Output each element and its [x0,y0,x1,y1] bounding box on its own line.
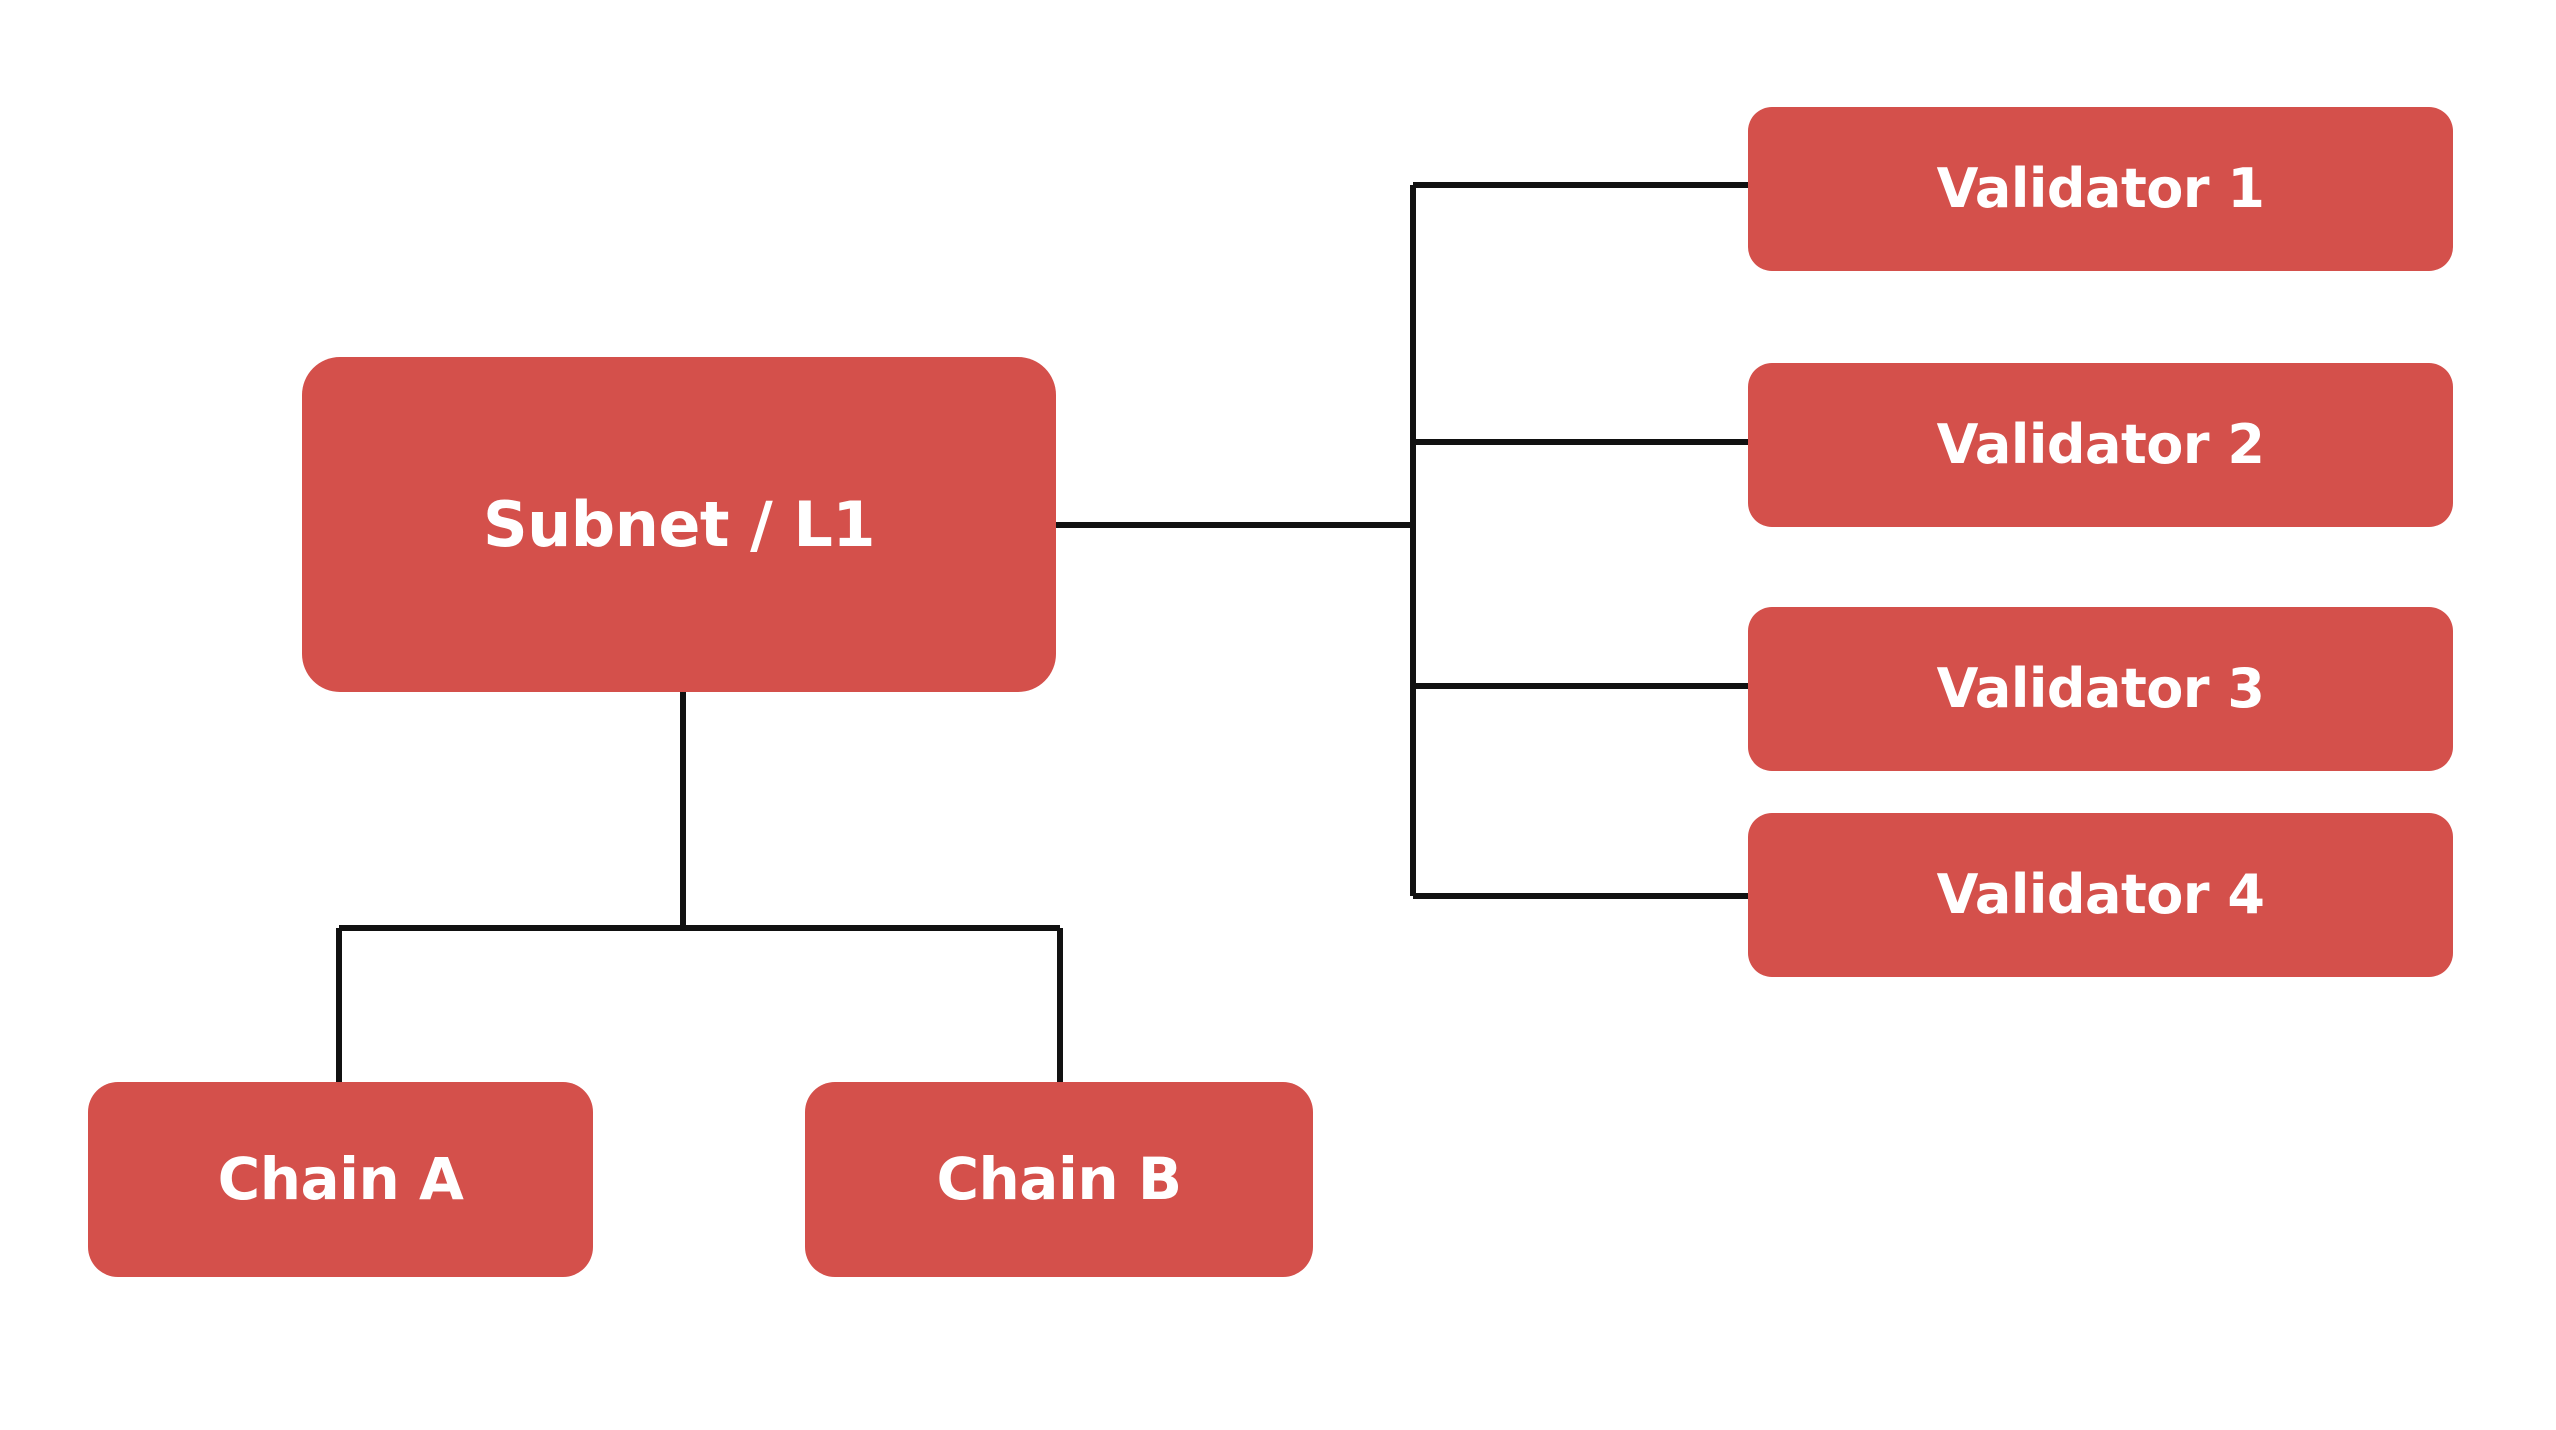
node-validator-1[interactable]: Validator 1 [1748,107,2453,271]
node-validator-4-label: Validator 4 [1936,862,2265,926]
node-validator-3-label: Validator 3 [1936,656,2265,720]
node-validator-2[interactable]: Validator 2 [1748,363,2453,527]
node-validator-3[interactable]: Validator 3 [1748,607,2453,771]
node-chain-a-label: Chain A [217,1145,464,1214]
node-validator-4[interactable]: Validator 4 [1748,813,2453,977]
node-validator-1-label: Validator 1 [1936,156,2265,220]
node-subnet-l1[interactable]: Subnet / L1 [302,357,1056,692]
node-chain-b-label: Chain B [936,1145,1182,1214]
node-subnet-l1-label: Subnet / L1 [483,487,875,561]
node-chain-b[interactable]: Chain B [805,1082,1313,1277]
node-validator-2-label: Validator 2 [1936,412,2265,476]
node-chain-a[interactable]: Chain A [88,1082,593,1277]
